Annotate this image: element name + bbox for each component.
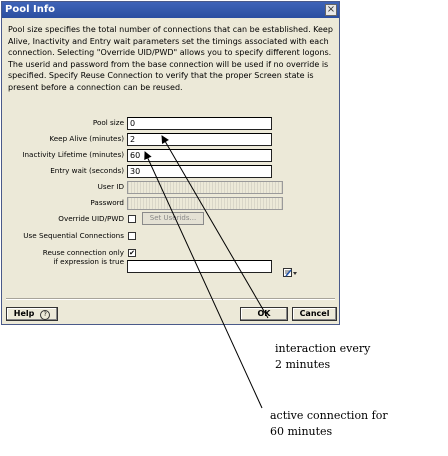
cancel-button[interactable]: Cancel — [292, 307, 337, 321]
inactivity-input[interactable]: 60 — [127, 149, 272, 162]
sequential-label: Use Sequential Connections — [23, 231, 124, 240]
check-icon: ✔ — [129, 249, 135, 257]
separator — [6, 298, 335, 300]
dialog-title: Pool Info — [5, 4, 56, 15]
keep-alive-annotation-line1: interaction every — [275, 342, 371, 355]
close-icon: × — [326, 4, 336, 15]
entry-wait-label: Entry wait (seconds) — [50, 166, 124, 175]
reuse-label-line2: if expression is true — [53, 257, 124, 266]
reuse-label-line1: Reuse connection only — [42, 248, 124, 257]
description-text: Pool size specifies the total number of … — [8, 25, 333, 92]
sequential-checkbox[interactable] — [128, 232, 136, 240]
keep-alive-arrow — [161, 135, 269, 319]
help-icon: ? — [40, 310, 51, 320]
inactivity-annotation-line1: active connection for — [270, 409, 388, 422]
inactivity-arrow — [144, 151, 263, 409]
user-id-label: User ID — [97, 182, 124, 191]
close-button[interactable]: × — [325, 4, 337, 16]
pool-info-dialog: Pool Info × Pool size specifies the tota… — [1, 1, 340, 325]
inactivity-annotation-line2: 60 minutes — [270, 425, 333, 438]
pool-size-label: Pool size — [92, 118, 124, 127]
help-button[interactable]: Help ? — [6, 307, 58, 321]
password-label: Password — [90, 198, 124, 207]
user-id-input[interactable] — [127, 181, 283, 194]
edit-pencil-icon[interactable] — [283, 263, 297, 277]
help-label: Help — [13, 309, 35, 318]
inactivity-label: Inactivity Lifetime (minutes) — [22, 150, 124, 159]
entry-wait-input[interactable]: 30 — [127, 165, 272, 178]
reuse-checkbox[interactable]: ✔ — [128, 249, 136, 257]
pool-size-input[interactable]: 0 — [127, 117, 272, 130]
override-label: Override UID/PWD — [58, 214, 124, 223]
override-checkbox[interactable] — [128, 215, 136, 223]
keep-alive-annotation-line2: 2 minutes — [275, 358, 331, 371]
title-bar: Pool Info × — [2, 2, 339, 18]
keep-alive-label: Keep Alive (minutes) — [49, 134, 124, 143]
ok-button[interactable]: OK — [240, 307, 288, 321]
